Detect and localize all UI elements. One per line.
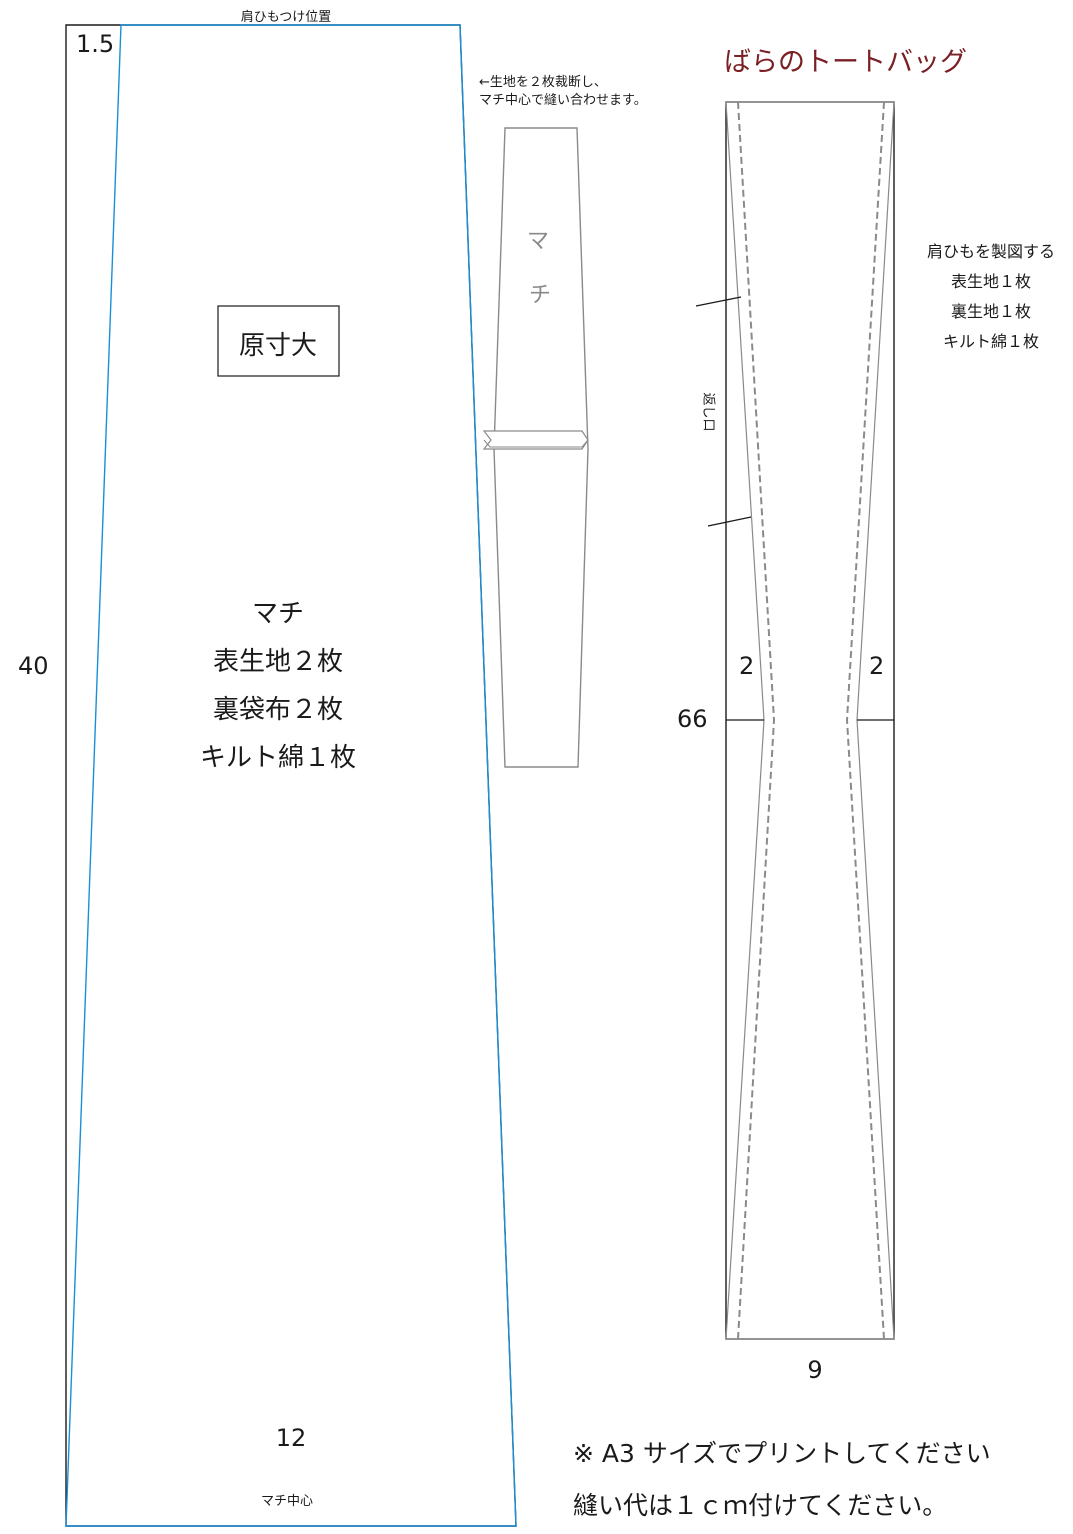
gusset-bottom-width-value: 12 [275,1424,307,1452]
strap-seam-right [845,101,885,1340]
strap-side-value-right: 2 [869,652,885,680]
gusset-info-line: 表生地２枚 [212,647,344,677]
page-title: ばらのトートバッグ [724,47,967,78]
gusset-info-line: マチ [251,599,305,629]
small-piece-note-line: マチ中心で縫い合わせます。 [479,93,647,108]
print-instructions-line: ※ A3 サイズでプリントしてください [573,1439,991,1468]
strap-info: 肩ひもを製図する 表生地１枚 裏生地１枚 キルト綿１枚 [927,237,1055,357]
gusset-info-line: キルト綿１枚 [199,743,357,773]
gusset-info: マチ 表生地２枚 裏袋布２枚 キルト綿１枚 [200,590,356,782]
gusset-corner-value: 1.5 [76,30,115,58]
strap-side-value-left: 2 [739,652,755,680]
strap-info-line: キルト綿１枚 [942,332,1040,351]
strap-seam-left [737,101,776,1340]
strap-length-value: 66 [677,705,708,733]
gusset-top-label: 肩ひもつけ位置 [240,10,332,25]
print-instructions-line: 縫い代は１ｃｍ付けてください。 [573,1491,948,1520]
small-piece-note: ←生地を２枚裁断し、 マチ中心で縫い合わせます。 [479,74,647,110]
gusset-bottom-label: マチ中心 [260,1494,314,1509]
small-piece-label-1: マ [527,229,550,254]
gusset-blue-line [65,24,517,1527]
strap-width-value: 9 [807,1356,823,1384]
small-gusset-seam-marker-inner [483,439,589,448]
opening-mark-top [695,296,742,307]
small-piece-note-line: ←生地を２枚裁断し、 [479,75,607,90]
gusset-info-line: 裏袋布２枚 [212,695,344,725]
print-instructions: ※ A3 サイズでプリントしてください 縫い代は１ｃｍ付けてください。 [573,1428,991,1532]
gusset-height-value: 40 [18,652,49,680]
strap-info-line: 裏生地１枚 [950,302,1032,321]
strap-info-line: 表生地１枚 [950,272,1032,291]
opening-mark-bottom [707,516,752,527]
strap-info-line: 肩ひもを製図する [926,242,1056,261]
scale-badge: 原寸大 [238,331,318,361]
small-piece-label-2: チ [529,283,552,308]
small-gusset-seam-marker [482,430,589,450]
scale-badge-frame [217,305,340,377]
opening-label: 返し口 [700,392,716,432]
